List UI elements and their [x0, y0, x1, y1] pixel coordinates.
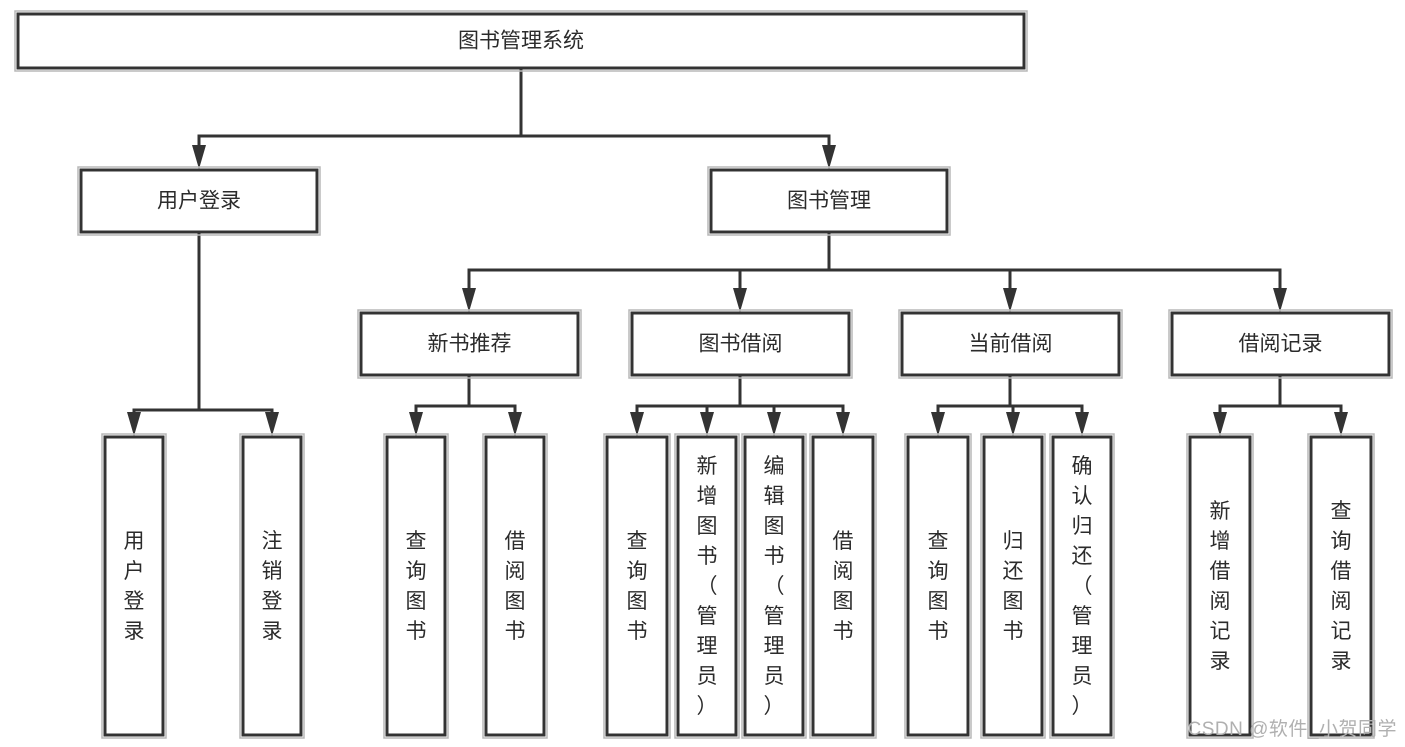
- node-box[interactable]: [811, 435, 875, 737]
- node-box[interactable]: [79, 168, 319, 234]
- connector-arrowhead: [1075, 412, 1089, 436]
- connector-arrowhead: [1006, 412, 1020, 436]
- node-label: 新书推荐: [428, 333, 512, 356]
- node-label: 新增借阅记录: [1210, 500, 1231, 673]
- node-box[interactable]: [605, 435, 669, 737]
- connector-arrowhead: [1213, 412, 1227, 436]
- connector-arrowhead: [265, 412, 279, 436]
- node-leaf-cb-return[interactable]: 归还图书: [980, 433, 1046, 739]
- connector-arrowhead: [192, 145, 206, 169]
- node-label: 确认归还（管理员）: [1072, 455, 1093, 718]
- node-label: 查询图书: [406, 530, 427, 643]
- node-label: 归还图书: [1003, 530, 1024, 643]
- node-leaf-rec-borrow[interactable]: 借阅图书: [482, 433, 548, 739]
- node-leaf-cb-query[interactable]: 查询图书: [904, 433, 972, 739]
- node-box[interactable]: [385, 435, 447, 737]
- node-label: 新增图书（管理员）: [697, 455, 718, 718]
- connector-layer: [127, 66, 1348, 436]
- node-box[interactable]: [906, 435, 970, 737]
- connector-arrowhead: [1003, 288, 1017, 312]
- node-leaf-user-logout[interactable]: 注销登录: [239, 433, 305, 739]
- connector-borrow-record-to-leaves: [1213, 373, 1348, 436]
- node-new-book-rec[interactable]: 新书推荐: [357, 309, 582, 379]
- node-box[interactable]: [359, 311, 580, 377]
- node-leaf-user-login[interactable]: 用户登录: [101, 433, 167, 739]
- node-box[interactable]: [1188, 435, 1252, 737]
- node-label: 查询图书: [627, 530, 648, 643]
- node-current-borrow[interactable]: 当前借阅: [898, 309, 1123, 379]
- node-leaf-cb-confirm[interactable]: 确认归还（管理员）: [1049, 433, 1115, 739]
- node-root[interactable]: 图书管理系统: [14, 10, 1028, 72]
- node-leaf-bb-query[interactable]: 查询图书: [603, 433, 671, 739]
- connector-arrowhead: [700, 412, 714, 436]
- connector-arrowhead: [127, 412, 141, 436]
- node-box[interactable]: [982, 435, 1044, 737]
- node-leaf-br-query[interactable]: 查询借阅记录: [1307, 433, 1375, 739]
- node-box[interactable]: [743, 435, 805, 737]
- connector-arrowhead: [462, 288, 476, 312]
- node-box[interactable]: [16, 12, 1026, 70]
- node-leaf-br-add[interactable]: 新增借阅记录: [1186, 433, 1254, 739]
- node-label: 编辑图书（管理员）: [764, 455, 785, 718]
- node-leaf-bb-edit[interactable]: 编辑图书（管理员）: [741, 433, 807, 739]
- connector-arrowhead: [733, 288, 747, 312]
- node-book-borrow[interactable]: 图书借阅: [628, 309, 853, 379]
- connector-current-borrow-to-leaves: [931, 373, 1089, 436]
- node-box[interactable]: [900, 311, 1121, 377]
- node-box[interactable]: [103, 435, 165, 737]
- connector-user-login-to-leaves: [127, 230, 279, 436]
- node-label: 借阅记录: [1239, 333, 1323, 356]
- connector-arrowhead: [409, 412, 423, 436]
- connector-arrowhead: [1273, 288, 1287, 312]
- connector-arrowhead: [508, 412, 522, 436]
- node-user-login[interactable]: 用户登录: [77, 166, 321, 236]
- node-label: 借阅图书: [833, 530, 854, 643]
- connector-arrowhead: [836, 412, 850, 436]
- connector-book-borrow-to-leaves: [630, 373, 850, 436]
- node-box[interactable]: [484, 435, 546, 737]
- node-leaf-bb-add[interactable]: 新增图书（管理员）: [674, 433, 740, 739]
- node-borrow-record[interactable]: 借阅记录: [1168, 309, 1393, 379]
- node-leaf-rec-query[interactable]: 查询图书: [383, 433, 449, 739]
- node-label: 图书管理系统: [458, 30, 584, 53]
- connector-root-to-level2: [192, 66, 836, 169]
- node-label: 注销登录: [262, 530, 283, 643]
- connector-arrowhead: [767, 412, 781, 436]
- node-box[interactable]: [241, 435, 303, 737]
- connector-arrowhead: [630, 412, 644, 436]
- connector-new-book-rec-to-leaves: [409, 373, 522, 436]
- connector-book-manage-to-level3: [462, 230, 1287, 312]
- node-box[interactable]: [1170, 311, 1391, 377]
- connector-arrowhead: [931, 412, 945, 436]
- csdn-watermark: CSDN @软件_小贺同学: [1187, 719, 1397, 740]
- connector-arrowhead: [1334, 412, 1348, 436]
- connector-arrowhead: [822, 145, 836, 169]
- node-label: 用户登录: [124, 530, 145, 643]
- node-box[interactable]: [1051, 435, 1113, 737]
- node-label: 借阅图书: [505, 530, 526, 643]
- node-label: 查询借阅记录: [1331, 500, 1352, 673]
- node-box[interactable]: [709, 168, 949, 234]
- node-label: 查询图书: [928, 530, 949, 643]
- node-label: 当前借阅: [969, 333, 1053, 356]
- node-box[interactable]: [630, 311, 851, 377]
- node-book-manage[interactable]: 图书管理: [707, 166, 951, 236]
- node-leaf-bb-borrow[interactable]: 借阅图书: [809, 433, 877, 739]
- node-label: 图书借阅: [699, 333, 783, 356]
- node-label: 用户登录: [157, 190, 241, 213]
- node-box[interactable]: [1309, 435, 1373, 737]
- node-label: 图书管理: [787, 190, 871, 213]
- node-box[interactable]: [676, 435, 738, 737]
